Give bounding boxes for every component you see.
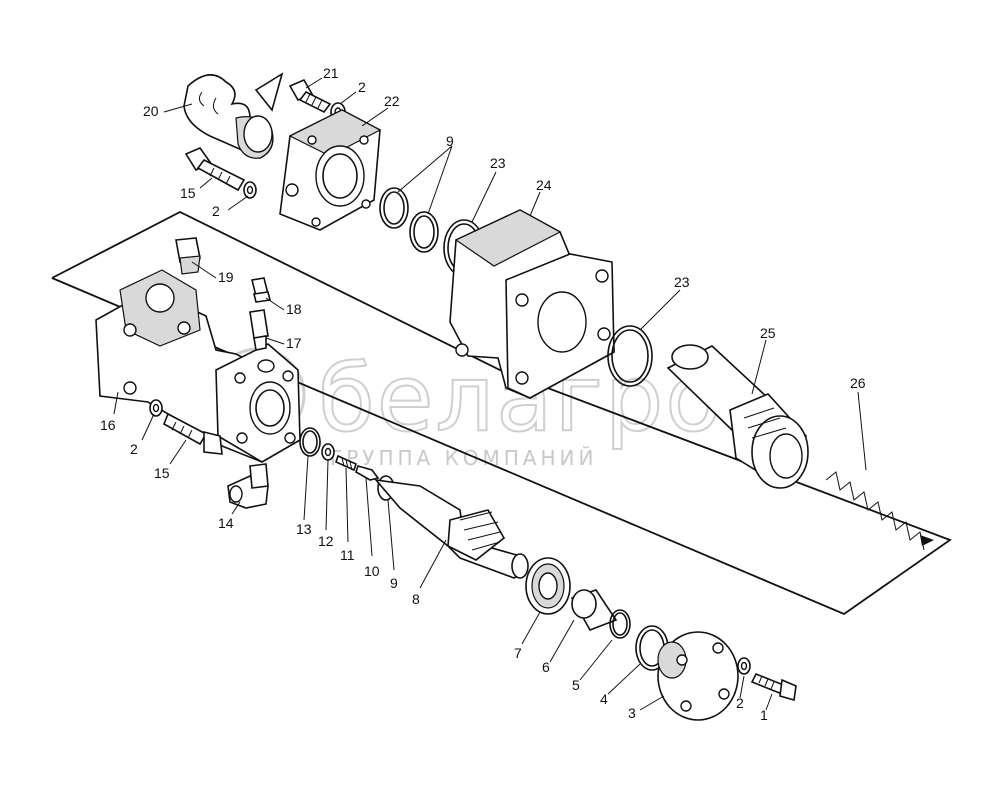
part-5-ring (609, 609, 631, 639)
callout-26: 26 (850, 375, 866, 391)
part-26-spring (825, 471, 925, 551)
part-18-fitting (251, 277, 271, 303)
part-7-bearing (525, 557, 571, 615)
callout-2-low: 2 (130, 441, 138, 457)
callout-24: 24 (536, 177, 552, 193)
part-9-orings-top (379, 187, 439, 253)
assembly-arrow-icon (920, 535, 934, 546)
part-14-elbow-fitting (227, 463, 269, 509)
callout-3: 3 (628, 705, 636, 721)
part-15-bolt-bottom (162, 412, 223, 455)
callout-18: 18 (286, 301, 302, 317)
callout-20: 20 (143, 103, 159, 119)
part-8-shaft (374, 478, 529, 579)
callout-15-top: 15 (180, 185, 196, 201)
callout-8: 8 (412, 591, 420, 607)
assembly-boundary-line (51, 210, 952, 616)
callout-21: 21 (323, 65, 339, 81)
part-20-boot (183, 72, 284, 159)
callout-16: 16 (100, 417, 116, 433)
part-2-washer-right (737, 657, 751, 675)
part-10-needle (355, 465, 380, 481)
part-12-washer (321, 443, 335, 461)
part-6-bushing (570, 589, 618, 631)
part-11-pin (335, 454, 357, 472)
part-21-bolt (288, 78, 332, 114)
part-13-retaining-ring (299, 427, 321, 457)
callout-25: 25 (760, 325, 776, 341)
callout-13: 13 (296, 521, 312, 537)
part-2-washer-mid (243, 181, 257, 199)
callout-labels: 20 21 2 22 15 2 9 23 24 23 25 26 19 18 1… (100, 65, 866, 723)
part-17-grease-nipple (249, 309, 269, 351)
callout-11: 11 (340, 547, 355, 563)
callout-4: 4 (600, 691, 608, 707)
callout-2-mid: 2 (212, 203, 220, 219)
part-16-main-body (95, 269, 301, 463)
callout-22: 22 (384, 93, 400, 109)
callout-6: 6 (542, 659, 550, 675)
callout-23-top: 23 (490, 155, 506, 171)
callout-19: 19 (218, 269, 234, 285)
part-15-bolt-top (184, 147, 246, 192)
callout-12: 12 (318, 533, 334, 549)
callout-7: 7 (514, 645, 522, 661)
callout-9-mid: 9 (390, 575, 398, 591)
callout-17: 17 (286, 335, 302, 351)
part-22-flange-housing (279, 109, 382, 231)
part-19-plug (175, 237, 201, 275)
callout-23-right: 23 (674, 274, 690, 290)
callout-1: 1 (760, 707, 768, 723)
watermark-subtitle: ГРУППА КОМПАНИЙ (330, 446, 597, 470)
callout-2-right: 2 (736, 695, 744, 711)
part-3-end-cap (657, 631, 739, 721)
part-24-body-housing (449, 209, 615, 399)
part-2-washer-low (149, 399, 163, 417)
part-25-piston (666, 344, 809, 489)
callout-2-top: 2 (358, 79, 366, 95)
part-23-oring-right (607, 325, 653, 387)
leader-lines (113, 77, 867, 711)
callout-15-bottom: 15 (154, 465, 170, 481)
callout-9-top: 9 (446, 133, 454, 149)
callout-5: 5 (572, 677, 580, 693)
callout-14: 14 (218, 515, 234, 531)
part-1-bolt (750, 672, 797, 702)
callout-10: 10 (364, 563, 380, 579)
